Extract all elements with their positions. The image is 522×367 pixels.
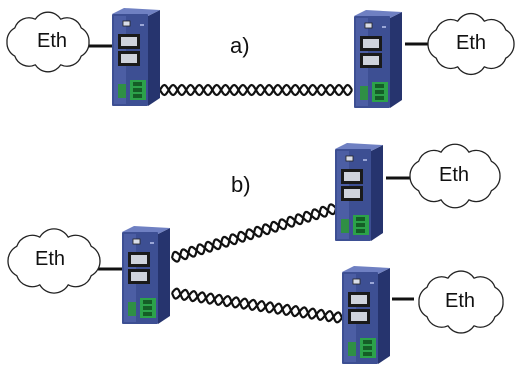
clouds-layer: [6, 11, 515, 334]
cloud-label-b-left: Eth: [35, 248, 66, 270]
converter-device-b-top-right: [335, 143, 383, 241]
rj45-port-icon: [118, 34, 140, 49]
cloud-label-a-left: Eth: [37, 30, 68, 52]
converter-device-a-left: [112, 8, 160, 106]
terminal-block-icon: [360, 338, 376, 358]
rj45-port-icon: [128, 252, 150, 267]
cloud-label-b-bottom-right: Eth: [445, 290, 476, 312]
terminal-block-icon: [140, 298, 156, 318]
rj45-port-icon: [348, 309, 370, 324]
cloud-icon-b-left: [7, 228, 101, 294]
cloud-label-a-right: Eth: [456, 32, 487, 54]
cloud-label-b-top-right: Eth: [439, 164, 470, 186]
cloud-icon-a-right: [427, 12, 515, 76]
twisted-pair-cable-b-lower: [170, 287, 344, 324]
rj45-port-icon: [118, 51, 140, 66]
rj45-port-icon: [360, 36, 382, 51]
cloud-icon-a-left: [6, 11, 90, 73]
part-label-b: b): [231, 172, 251, 197]
rj45-port-icon: [360, 53, 382, 68]
terminal-block-icon: [372, 82, 388, 102]
rj45-port-icon: [341, 169, 363, 184]
terminal-block-icon: [353, 215, 369, 235]
part-label-a: a): [230, 33, 250, 58]
cloud-icon-b-top-right: [409, 143, 501, 209]
converter-device-a-right: [354, 10, 402, 108]
rj45-port-icon: [341, 186, 363, 201]
converter-device-b-left: [122, 226, 170, 324]
converter-device-b-bottom-right: [342, 266, 390, 364]
devices-layer: [112, 8, 402, 364]
cables-layer: [159, 83, 353, 324]
ethernet-links-layer: [88, 42, 428, 301]
twisted-pair-cable-b-upper: [170, 203, 338, 263]
twisted-pair-cable-a: [159, 83, 353, 97]
cloud-icon-b-bottom-right: [418, 270, 504, 334]
terminal-block-icon: [130, 80, 146, 100]
rj45-port-icon: [348, 292, 370, 307]
rj45-port-icon: [128, 269, 150, 284]
